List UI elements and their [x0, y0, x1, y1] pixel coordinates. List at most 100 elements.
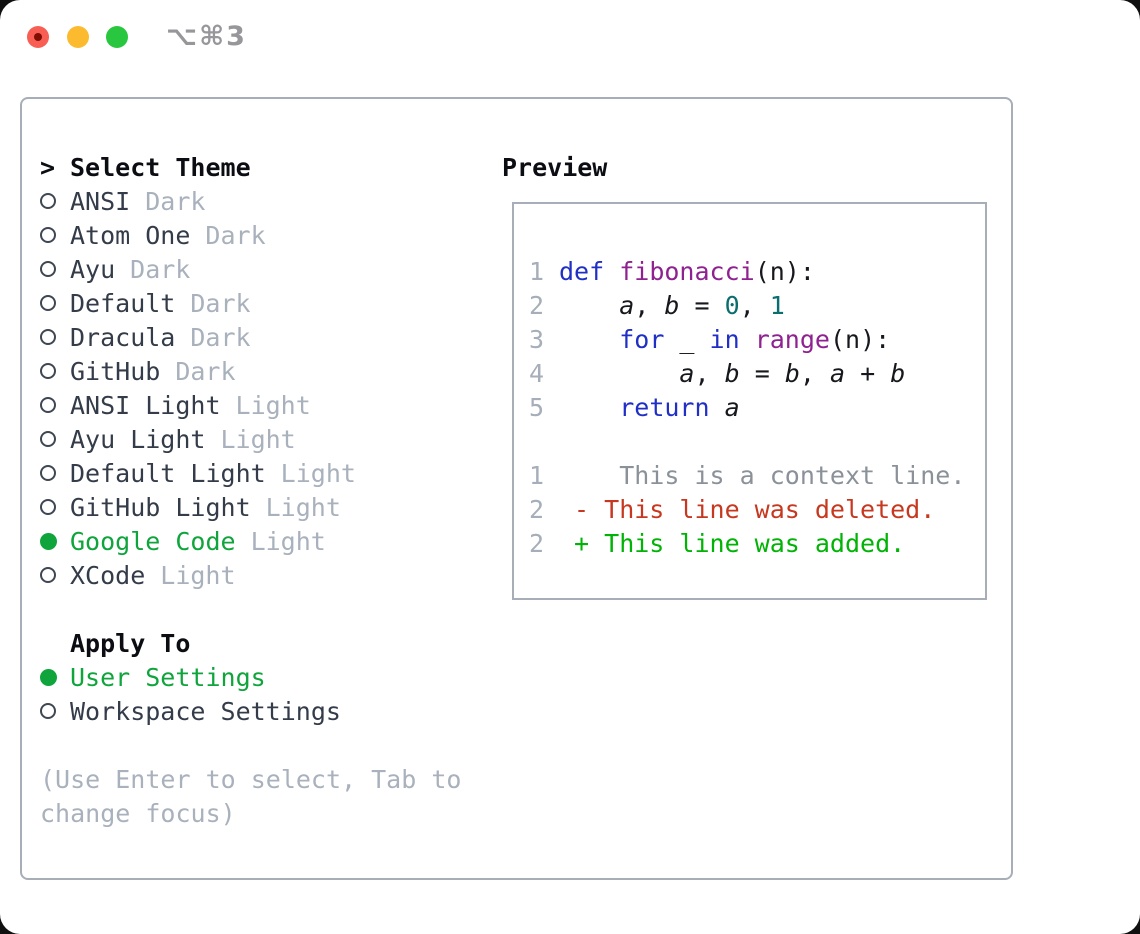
radio-unselected-icon[interactable] — [40, 567, 70, 583]
line-number: 2 — [529, 290, 545, 320]
line-number: 2 — [529, 494, 545, 524]
apply-to-title: Apply To — [70, 628, 191, 658]
theme-option-label: GitHub Light — [70, 492, 251, 522]
spacer-row — [40, 592, 461, 626]
preview-title: Preview — [502, 152, 608, 182]
theme-option-label: Default — [70, 288, 176, 318]
code-token-pl — [559, 359, 679, 388]
apply-to-option[interactable]: Workspace Settings — [40, 694, 461, 728]
code-token-pl: _ — [664, 324, 710, 354]
code-token-kw: in — [709, 324, 740, 354]
radio-unselected-icon[interactable] — [40, 329, 70, 345]
code-token-nu: 1 — [769, 290, 785, 320]
theme-option-variant: Dark — [145, 186, 206, 216]
code-line — [529, 424, 985, 458]
theme-option[interactable]: ANSI Dark — [40, 184, 461, 218]
code-line: 1 This is a context line. — [529, 458, 985, 492]
radio-unselected-icon[interactable] — [40, 227, 70, 243]
radio-selected-icon[interactable] — [40, 668, 70, 686]
line-number: 1 — [529, 460, 545, 490]
window-title-shortcut: ⌥⌘3 — [166, 21, 247, 52]
radio-unselected-icon[interactable] — [40, 499, 70, 515]
theme-option-variant: Light — [250, 526, 326, 556]
radio-unselected-icon[interactable] — [40, 397, 70, 413]
theme-option[interactable]: Default Dark — [40, 286, 461, 320]
theme-option-variant: Light — [160, 560, 236, 590]
code-token-pl — [710, 393, 725, 422]
code-token-var: a — [829, 358, 846, 388]
line-number: 3 — [529, 324, 545, 354]
theme-option-label: Dracula — [70, 322, 176, 352]
spacer-row — [40, 728, 461, 762]
apply-to-option[interactable]: User Settings — [40, 660, 461, 694]
focus-pointer-icon: > — [40, 152, 56, 182]
theme-option-variant: Light — [265, 492, 341, 522]
theme-option-variant: Dark — [205, 220, 266, 250]
help-text-line1: (Use Enter to select, Tab to — [40, 764, 462, 794]
fullscreen-button-icon[interactable] — [106, 26, 128, 48]
theme-option[interactable]: Google Code Light — [40, 524, 461, 558]
radio-unselected-icon[interactable] — [40, 363, 70, 379]
theme-option[interactable]: GitHub Light Light — [40, 490, 461, 524]
code-token-pl: , — [799, 358, 830, 388]
theme-option[interactable]: XCode Light — [40, 558, 461, 592]
theme-option-variant: Light — [220, 424, 296, 454]
code-token-pl: (n): — [754, 256, 815, 286]
code-token-pl — [559, 291, 619, 320]
code-token-var: a — [619, 290, 635, 320]
theme-option[interactable]: Ayu Light Light — [40, 422, 461, 456]
radio-unselected-icon[interactable] — [40, 295, 70, 311]
code-token-kw: for — [619, 324, 665, 354]
theme-option-variant: Dark — [130, 254, 191, 284]
radio-unselected-icon[interactable] — [40, 465, 70, 481]
theme-option[interactable]: ANSI Light Light — [40, 388, 461, 422]
line-number: 5 — [529, 392, 545, 422]
radio-unselected-icon[interactable] — [40, 703, 70, 719]
radio-unselected-icon[interactable] — [40, 261, 70, 277]
theme-option-variant: Dark — [190, 288, 251, 318]
theme-option-label: Google Code — [70, 526, 236, 556]
code-token-var: a — [679, 358, 695, 388]
code-token-pl — [740, 325, 755, 354]
code-token-del: - This line was deleted. — [559, 494, 936, 524]
apply-to-option-label: User Settings — [70, 662, 266, 692]
minimize-button-icon[interactable] — [67, 26, 89, 48]
theme-option-label: ANSI Light — [70, 390, 221, 420]
code-token-var: b — [664, 290, 680, 320]
code-token-pl: (n): — [829, 324, 891, 354]
code-token-ctx: This is a context line. — [559, 460, 966, 490]
code-token-pl: = — [739, 358, 785, 388]
select-theme-title: Select Theme — [70, 152, 251, 182]
code-token-pl: = — [679, 290, 725, 320]
theme-option-label: XCode — [70, 560, 146, 590]
close-button-icon[interactable] — [27, 26, 49, 48]
code-token-kw: def — [559, 256, 605, 286]
theme-option-label: Default Light — [70, 458, 266, 488]
code-line: 2 - This line was deleted. — [529, 492, 985, 526]
theme-option-label: Ayu Light — [70, 424, 206, 454]
code-token-pl — [604, 257, 619, 286]
line-number: 4 — [529, 358, 545, 388]
radio-unselected-icon[interactable] — [40, 193, 70, 209]
code-line: 2 + This line was added. — [529, 526, 985, 560]
theme-option-variant: Light — [235, 390, 311, 420]
select-theme-header: > Select Theme — [40, 150, 461, 184]
apply-to-header: Apply To — [40, 626, 461, 660]
radio-unselected-icon[interactable] — [40, 431, 70, 447]
theme-option-label: GitHub — [70, 356, 161, 386]
recording-dot-icon — [34, 33, 42, 41]
theme-option-label: ANSI — [70, 186, 131, 216]
radio-selected-icon[interactable] — [40, 532, 70, 550]
code-token-var: b — [784, 358, 800, 388]
